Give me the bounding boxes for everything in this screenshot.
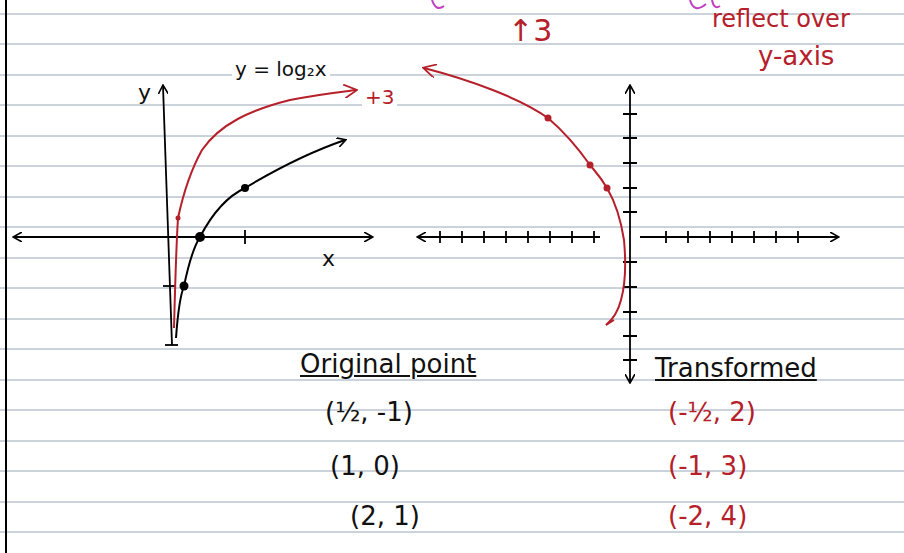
transform-note: y-axis (758, 42, 834, 72)
table-header: Original point (300, 350, 476, 380)
axis-label: y (138, 80, 151, 105)
table-cell: (-½, 2) (668, 398, 756, 428)
transform-note: reflect over (712, 6, 850, 34)
table-cell: (-2, 4) (668, 502, 747, 532)
table-cell: (½, -1) (325, 398, 413, 428)
function-label: y = log₂x (232, 58, 330, 81)
axis-label: x (322, 246, 335, 271)
table-header: Transformed (655, 354, 817, 384)
margin-line (5, 0, 7, 553)
table-cell: (2, 1) (350, 502, 420, 532)
cut-text (432, 0, 720, 8)
table-cell: (-1, 3) (668, 452, 747, 482)
shift-label: +3 (362, 86, 397, 109)
table-cell: (1, 0) (330, 452, 400, 482)
shift-note: ↑3 (508, 14, 552, 49)
notebook-lines (0, 14, 904, 532)
